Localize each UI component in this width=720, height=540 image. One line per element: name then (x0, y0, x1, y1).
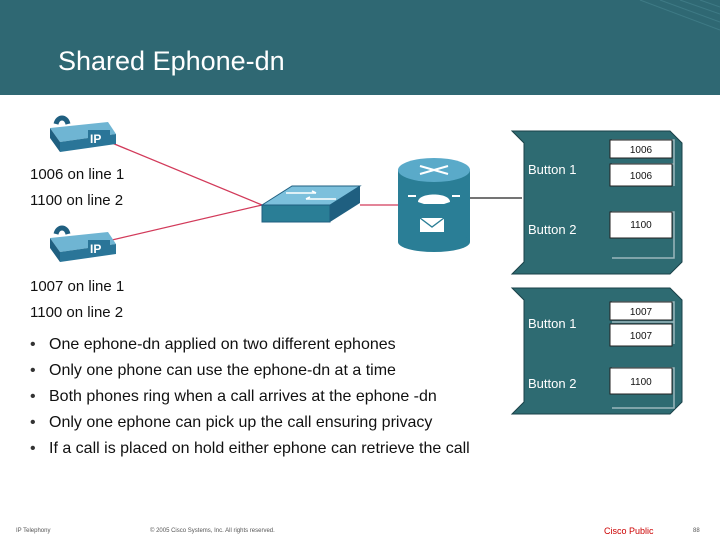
footer-classification: Cisco Public (604, 526, 654, 536)
footer-copyright: © 2005 Cisco Systems, Inc. All rights re… (150, 528, 275, 534)
bullet-item: Both phones ring when a call arrives at … (28, 388, 493, 405)
phone1-line1-label: 1006 on line 1 (30, 166, 125, 183)
phone-1-badge: IP (90, 132, 101, 146)
title-bar-stripes (639, 0, 720, 31)
phone2-line2-label: 1100 on line 2 (30, 304, 124, 321)
phone-2-badge: IP (90, 242, 101, 256)
panel2-dn-top: 1007 (630, 307, 653, 318)
bullet-item: Only one phone can use the ephone-dn at … (28, 362, 493, 379)
ip-phone-1-icon (50, 115, 116, 152)
phone-panel-1 (510, 130, 683, 275)
ip-phone-2-icon (50, 225, 116, 262)
switch-icon (260, 185, 362, 223)
panel1-dn-second: 1006 (630, 171, 653, 182)
bullet-item: One ephone-dn applied on two different e… (28, 336, 493, 353)
panel2-button2-label: Button 2 (528, 376, 576, 391)
panel1-dn-top: 1006 (630, 145, 653, 156)
phone2-line1-label: 1007 on line 1 (30, 278, 125, 295)
bullet-list: One ephone-dn applied on two different e… (28, 336, 493, 466)
cme-router-icon (398, 158, 470, 252)
panel1-button2-label: Button 2 (528, 222, 576, 237)
panel2-dn-second: 1007 (630, 331, 653, 342)
bullet-item: If a call is placed on hold either ephon… (28, 440, 493, 457)
phone1-line2-label: 1100 on line 2 (30, 192, 124, 209)
panel2-dn-button2: 1100 (630, 377, 652, 388)
panel1-button1-label: Button 1 (528, 162, 576, 177)
phone-panel-2 (510, 287, 683, 415)
connection-lines (111, 142, 400, 241)
bullet-item: Only one ephone can pick up the call ens… (28, 414, 493, 431)
panel1-dn-button2: 1100 (630, 220, 652, 231)
page-title: Shared Ephone-dn (58, 46, 285, 76)
title-bar: Shared Ephone-dn (0, 0, 720, 95)
footer-course: IP Telephony (16, 528, 51, 534)
page-number: 88 (693, 528, 700, 534)
panel2-button1-label: Button 1 (528, 316, 576, 331)
